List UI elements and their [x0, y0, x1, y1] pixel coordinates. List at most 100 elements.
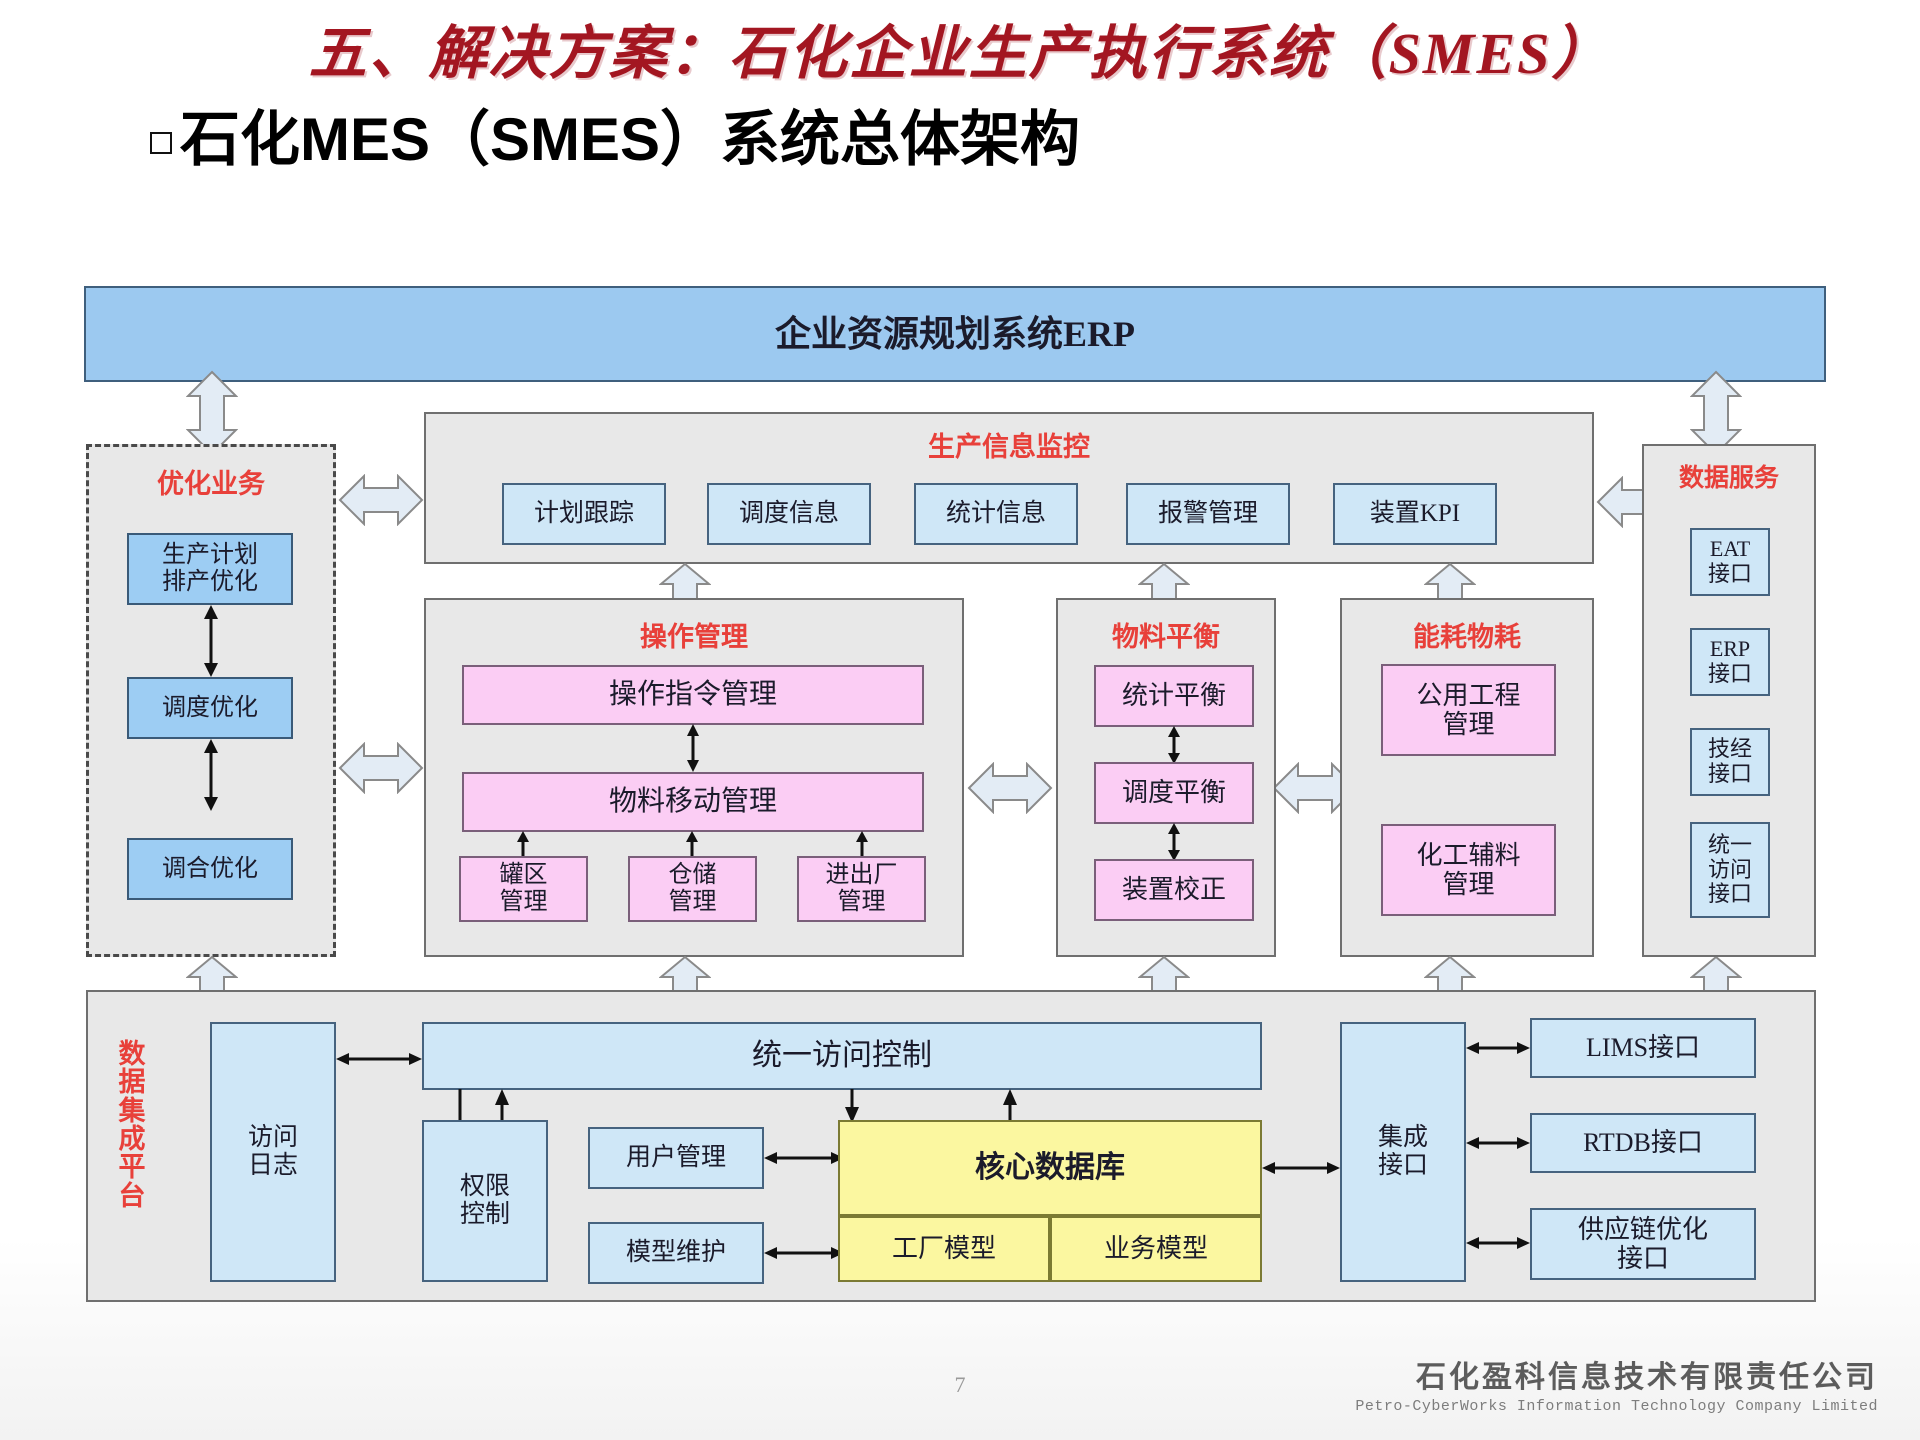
operation-title: 操作管理	[640, 622, 748, 652]
arrow-plan-schedule	[199, 605, 223, 677]
platform-unified-label: 统一访问控制	[752, 1039, 932, 1073]
operation-main-label: 操作指令管理	[608, 679, 777, 711]
operation-main-label: 物料移动管理	[608, 786, 777, 818]
footer-company-en: Petro-CyberWorks Information Technology …	[1355, 1398, 1878, 1415]
platform-model-maint-label: 模型维护	[625, 1239, 726, 1266]
data-service-label: 统一 访问 接口	[1707, 832, 1752, 907]
data-service-techecon-interface[interactable]: 技经 接口	[1690, 728, 1770, 796]
erp-label: 企业资源规划系统ERP	[774, 313, 1135, 354]
operation-material-move-mgmt[interactable]: 物料移动管理	[462, 772, 924, 832]
page-number: 7	[954, 1372, 966, 1397]
material-balance-statistics[interactable]: 统计平衡	[1094, 665, 1254, 727]
material-balance-label: 统计平衡	[1121, 681, 1226, 711]
data-service-eat-interface[interactable]: EAT 接口	[1690, 528, 1770, 596]
arrow-coredb-unified-up	[1000, 1089, 1020, 1123]
arrow-integration-supplychain	[1466, 1232, 1530, 1254]
material-balance-dispatch[interactable]: 调度平衡	[1094, 762, 1254, 824]
platform-business-model-label: 业务模型	[1103, 1234, 1208, 1264]
footer-company-cn: 石化盈科信息技术有限责任公司	[1416, 1361, 1878, 1394]
material-balance-title: 物料平衡	[1112, 622, 1220, 652]
data-service-label: 技经 接口	[1707, 736, 1752, 786]
material-balance-label: 装置校正	[1121, 875, 1226, 905]
operation-tank-area-mgmt[interactable]: 罐区 管理	[459, 856, 588, 922]
arrow-instruction-material-move	[681, 724, 705, 772]
operation-sub-label: 仓储 管理	[668, 862, 717, 915]
monitoring-item-unit-kpi[interactable]: 装置KPI	[1333, 483, 1497, 545]
monitoring-item-label: 装置KPI	[1369, 500, 1461, 527]
platform-user-mgmt-label: 用户管理	[625, 1144, 726, 1171]
optimization-item-blending[interactable]: 调合优化	[127, 838, 293, 900]
data-service-title: 数据服务	[1678, 465, 1779, 492]
arrow-coredb-integration	[1262, 1157, 1340, 1179]
material-balance-label: 调度平衡	[1121, 778, 1226, 808]
monitoring-item-alarm-mgmt[interactable]: 报警管理	[1126, 483, 1290, 545]
platform-permission-control[interactable]: 权限 控制	[422, 1120, 548, 1282]
platform-core-database[interactable]: 核心数据库	[838, 1120, 1262, 1216]
data-service-unified-access-interface[interactable]: 统一 访问 接口	[1690, 822, 1770, 918]
arrow-integration-rtdb	[1466, 1132, 1530, 1154]
monitoring-item-statistics-info[interactable]: 统计信息	[914, 483, 1078, 545]
arrow-schedule-blending	[199, 739, 223, 811]
platform-interface-label: LIMS接口	[1585, 1033, 1701, 1063]
platform-permission-label: 权限 控制	[459, 1173, 510, 1228]
fat-arrow-operation-material-balance	[967, 762, 1053, 814]
platform-rtdb-interface[interactable]: RTDB接口	[1530, 1113, 1756, 1173]
operation-warehouse-mgmt[interactable]: 仓储 管理	[628, 856, 757, 922]
platform-supplychain-interface[interactable]: 供应链优化 接口	[1530, 1208, 1756, 1280]
platform-plant-model-label: 工厂模型	[891, 1234, 996, 1264]
monitoring-item-label: 计划跟踪	[533, 500, 634, 527]
platform-lims-interface[interactable]: LIMS接口	[1530, 1018, 1756, 1078]
erp-box[interactable]: 企业资源规划系统ERP	[84, 286, 1826, 382]
subtitle-text: 石化MES（SMES）系统总体架构	[180, 106, 1081, 173]
energy-chemical-aux-mgmt[interactable]: 化工辅料 管理	[1381, 824, 1556, 916]
energy-item-label: 公用工程 管理	[1416, 680, 1521, 739]
data-service-label: ERP 接口	[1707, 636, 1752, 686]
page-title: 五、解决方案：石化企业生产执行系统（SMES）	[308, 21, 1612, 86]
arrow-dispatch-unit-correction	[1163, 823, 1185, 861]
energy-title: 能耗物耗	[1413, 622, 1521, 652]
operation-instruction-mgmt[interactable]: 操作指令管理	[462, 665, 924, 725]
energy-utility-mgmt[interactable]: 公用工程 管理	[1381, 664, 1556, 756]
material-balance-unit-correction[interactable]: 装置校正	[1094, 859, 1254, 921]
platform-access-log-label: 访问 日志	[247, 1124, 298, 1179]
arrow-usermgmt-coredb	[764, 1147, 844, 1169]
operation-inout-plant-mgmt[interactable]: 进出厂 管理	[797, 856, 926, 922]
optimization-item-label: 调度优化	[162, 694, 258, 721]
monitoring-title: 生产信息监控	[928, 432, 1090, 462]
footer-logo: 石化盈科信息技术有限责任公司 Petro-CyberWorks Informat…	[1355, 1352, 1878, 1415]
platform-integration-label: 集成 接口	[1377, 1124, 1428, 1179]
bullet-square-icon	[150, 132, 172, 154]
fat-arrow-optimization-monitoring	[338, 474, 424, 526]
arrow-integration-lims	[1466, 1037, 1530, 1059]
monitoring-item-dispatch-info[interactable]: 调度信息	[707, 483, 871, 545]
monitoring-item-plan-tracking[interactable]: 计划跟踪	[502, 483, 666, 545]
optimization-item-label: 调合优化	[162, 855, 258, 882]
platform-business-model[interactable]: 业务模型	[1050, 1216, 1262, 1282]
optimization-item-label: 生产计划 排产优化	[162, 542, 258, 595]
platform-user-mgmt[interactable]: 用户管理	[588, 1127, 764, 1189]
optimization-item-scheduling[interactable]: 调度优化	[127, 677, 293, 739]
data-service-label: EAT 接口	[1707, 536, 1752, 586]
monitoring-item-label: 报警管理	[1157, 500, 1258, 527]
fat-arrow-optimization-operation	[338, 742, 424, 794]
optimization-item-production-plan[interactable]: 生产计划 排产优化	[127, 533, 293, 605]
monitoring-item-label: 统计信息	[945, 500, 1046, 527]
subtitle-row: 石化MES（SMES）系统总体架构	[150, 110, 1080, 170]
platform-interface-label: RTDB接口	[1583, 1128, 1703, 1158]
platform-plant-model[interactable]: 工厂模型	[838, 1216, 1050, 1282]
platform-core-db-label: 核心数据库	[975, 1151, 1125, 1185]
platform-model-maintenance[interactable]: 模型维护	[588, 1222, 764, 1284]
platform-unified-access-control[interactable]: 统一访问控制	[422, 1022, 1262, 1090]
operation-sub-label: 罐区 管理	[499, 862, 548, 915]
arrow-modelmaint-coredb	[764, 1242, 844, 1264]
data-service-erp-interface[interactable]: ERP 接口	[1690, 628, 1770, 696]
optimization-title: 优化业务	[157, 469, 265, 499]
monitoring-item-label: 调度信息	[738, 500, 839, 527]
arrow-unified-coredb-down	[842, 1089, 862, 1123]
operation-sub-label: 进出厂 管理	[825, 862, 898, 915]
platform-title: 数 据 集 成 平 台	[118, 1039, 146, 1211]
arrow-stat-dispatch-balance	[1163, 726, 1185, 764]
energy-item-label: 化工辅料 管理	[1416, 840, 1521, 899]
platform-access-log[interactable]: 访问 日志	[210, 1022, 336, 1282]
platform-integration-interface[interactable]: 集成 接口	[1340, 1022, 1466, 1282]
